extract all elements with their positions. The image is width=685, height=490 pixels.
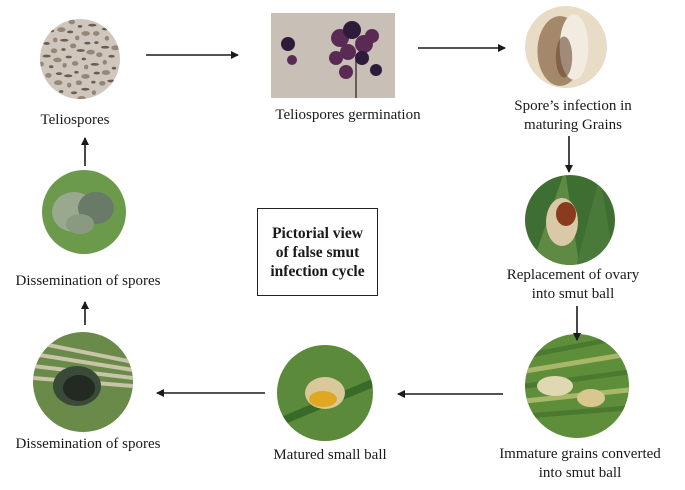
germinating-spore-cluster-image [271, 13, 395, 98]
label-ovary-replacement: Replacement of ovary into smut ball [506, 267, 640, 302]
bursting-smut-ball-image [42, 170, 126, 254]
diagram-title: Pictorial view of false smut infection c… [270, 224, 365, 280]
label-dissemination-lower: Dissemination of spores [15, 436, 161, 452]
immature-smut-grains-image [525, 334, 629, 438]
dark-smut-ball-image [33, 332, 133, 432]
diagram-title-box: Pictorial view of false smut infection c… [257, 208, 378, 296]
matured-smut-ball-image [277, 345, 373, 441]
label-matured-ball: Matured small ball [273, 447, 387, 463]
label-spore-infection: Spore’s infection in maturing Grains [514, 98, 632, 133]
teliospores-micrograph-image [40, 19, 120, 99]
infected-grain-image [525, 6, 607, 88]
label-teliospores: Teliospores [40, 112, 110, 128]
label-immature-grains: Immature grains converted into smut ball [499, 446, 661, 481]
ovary-smut-ball-image [525, 175, 615, 265]
label-teliospores-germination: Teliospores germination [275, 107, 421, 123]
label-dissemination-upper: Dissemination of spores [15, 273, 161, 289]
